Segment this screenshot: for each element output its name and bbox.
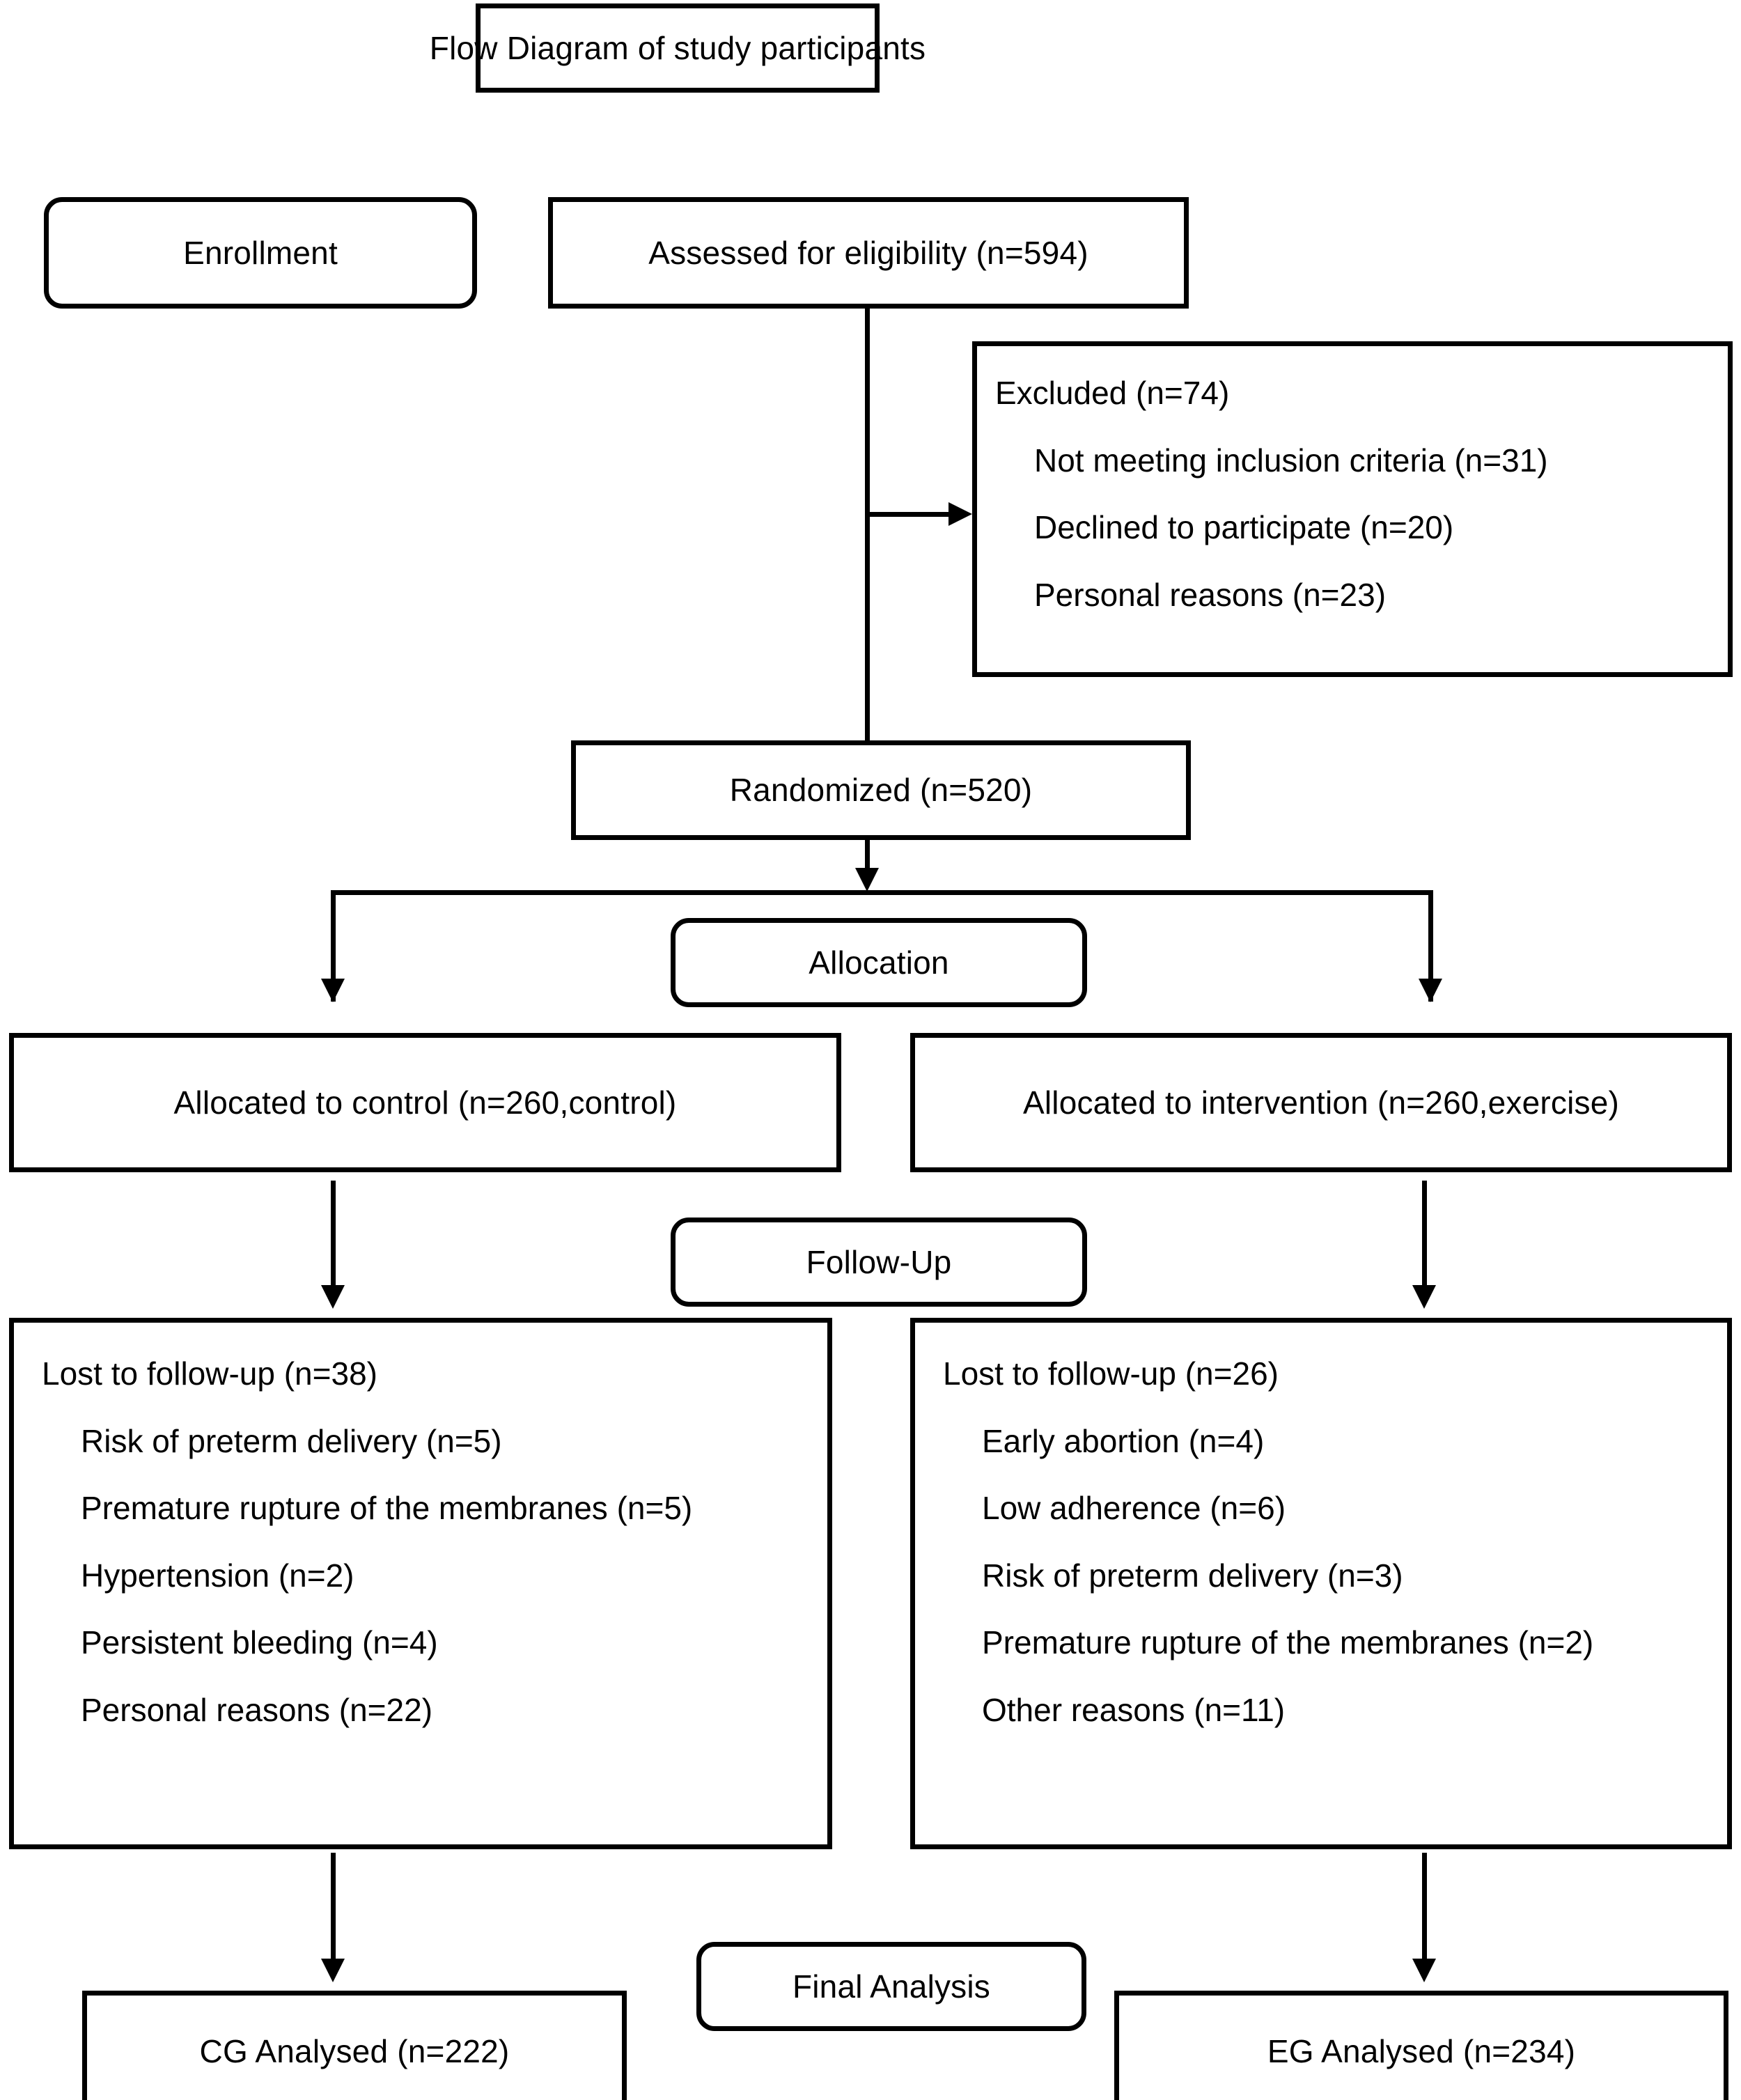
stage-label-follow-up: Follow-Up — [671, 1218, 1087, 1307]
arrowhead-intervention-followup — [1412, 1285, 1436, 1309]
follow-up-label: Follow-Up — [806, 1243, 952, 1280]
allocated-intervention-box: Allocated to intervention (n=260,exercis… — [910, 1033, 1732, 1172]
arrowhead-control-analysis — [321, 1959, 345, 1982]
allocation-branch-right — [1428, 890, 1433, 1002]
connector-to-excluded — [865, 512, 948, 517]
randomized-box: Randomized (n=520) — [571, 740, 1191, 840]
assessed-for-eligibility-box: Assessed for eligibility (n=594) — [548, 197, 1189, 309]
arrowhead-allocation-left — [321, 979, 345, 1002]
allocated-control-box: Allocated to control (n=260,control) — [9, 1033, 841, 1172]
cg-analysed-label: CG Analysed (n=222) — [199, 2033, 510, 2070]
final-analysis-label: Final Analysis — [792, 1968, 991, 2005]
lost-to-followup-control-box: Lost to follow-up (n=38) Risk of preterm… — [9, 1318, 832, 1849]
connector-intervention-to-followup — [1422, 1181, 1427, 1292]
excluded-item-1: Not meeting inclusion criteria (n=31) — [1034, 442, 1548, 479]
lost-intervention-item-2: Low adherence (n=6) — [982, 1490, 1286, 1527]
lost-control-head: Lost to follow-up (n=38) — [42, 1355, 377, 1392]
arrowhead-randomized-split — [855, 868, 879, 892]
lost-control-item-4: Persistent bleeding (n=4) — [81, 1624, 438, 1661]
title-label: Flow Diagram of study participants — [429, 29, 926, 66]
lost-to-followup-intervention-box: Lost to follow-up (n=26) Early abortion … — [910, 1318, 1732, 1849]
title-box: Flow Diagram of study participants — [430, 3, 926, 93]
connector-control-to-analysis — [331, 1853, 336, 1968]
arrowhead-control-followup — [321, 1285, 345, 1309]
randomized-label: Randomized (n=520) — [729, 772, 1033, 809]
stage-label-enrollment: Enrollment — [44, 197, 477, 309]
stage-label-final-analysis: Final Analysis — [696, 1942, 1086, 2031]
stage-label-allocation: Allocation — [671, 918, 1087, 1007]
lost-intervention-item-5: Other reasons (n=11) — [982, 1691, 1286, 1728]
spine-assessed-to-randomized — [865, 309, 870, 740]
lost-intervention-head: Lost to follow-up (n=26) — [943, 1355, 1279, 1392]
allocation-branch-left — [331, 890, 336, 1002]
arrowhead-intervention-analysis — [1412, 1959, 1436, 1982]
lost-control-item-2: Premature rupture of the membranes (n=5) — [81, 1490, 693, 1527]
lost-intervention-item-3: Risk of preterm delivery (n=3) — [982, 1557, 1403, 1594]
excluded-box: Excluded (n=74) Not meeting inclusion cr… — [972, 341, 1733, 677]
excluded-head: Excluded (n=74) — [995, 375, 1230, 411]
lost-control-item-3: Hypertension (n=2) — [81, 1557, 354, 1594]
enrollment-label: Enrollment — [183, 234, 338, 271]
lost-control-item-1: Risk of preterm delivery (n=5) — [81, 1422, 502, 1459]
cg-analysed-box: CG Analysed (n=222) — [82, 1991, 627, 2100]
excluded-item-3: Personal reasons (n=23) — [1034, 576, 1387, 613]
lost-control-item-5: Personal reasons (n=22) — [81, 1691, 433, 1728]
eg-analysed-label: EG Analysed (n=234) — [1267, 2033, 1576, 2070]
eg-analysed-box: EG Analysed (n=234) — [1114, 1991, 1728, 2100]
assessed-for-eligibility-label: Assessed for eligibility (n=594) — [648, 234, 1088, 271]
allocation-split-bar — [333, 890, 1433, 895]
excluded-item-2: Declined to participate (n=20) — [1034, 509, 1454, 546]
lost-intervention-item-4: Premature rupture of the membranes (n=2) — [982, 1624, 1594, 1661]
spine-randomized-to-split — [865, 840, 870, 872]
allocated-control-label: Allocated to control (n=260,control) — [173, 1084, 677, 1121]
allocation-label: Allocation — [809, 944, 949, 981]
connector-intervention-to-analysis — [1422, 1853, 1427, 1968]
connector-control-to-followup — [331, 1181, 336, 1292]
arrowhead-to-excluded — [948, 502, 972, 526]
arrowhead-allocation-right — [1419, 979, 1442, 1002]
lost-intervention-item-1: Early abortion (n=4) — [982, 1422, 1265, 1459]
allocated-intervention-label: Allocated to intervention (n=260,exercis… — [1022, 1084, 1620, 1121]
